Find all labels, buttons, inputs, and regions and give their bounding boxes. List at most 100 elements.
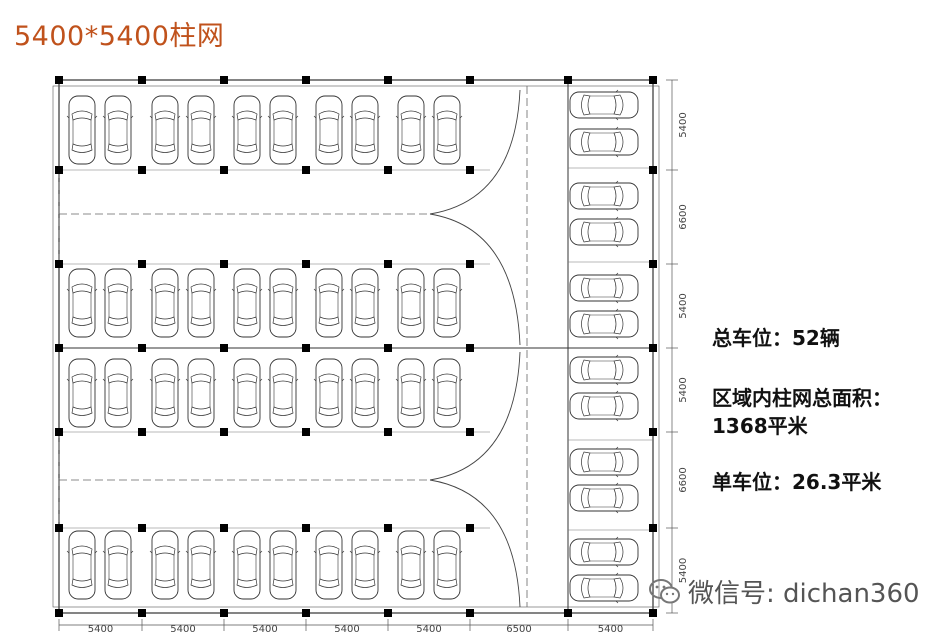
parking-space	[570, 391, 638, 421]
wechat-icon	[649, 578, 680, 603]
parking-space	[570, 309, 638, 339]
driving-lanes	[58, 86, 528, 607]
watermark: 微信号: dichan360	[648, 573, 920, 610]
parking-space	[149, 268, 181, 338]
parking-space	[149, 95, 181, 165]
parking-space	[395, 268, 427, 338]
parking-space	[570, 217, 638, 247]
right-dimension-label: 6600	[678, 204, 689, 229]
column	[55, 428, 63, 436]
column	[138, 344, 146, 352]
parking-space	[185, 268, 217, 338]
parking-space	[102, 95, 134, 165]
turning-curves	[429, 89, 521, 608]
column	[302, 166, 310, 174]
parking-space	[570, 447, 638, 477]
bottom-dimension-label: 5400	[88, 624, 113, 635]
column	[138, 76, 146, 84]
column	[138, 524, 146, 532]
parking-space	[570, 537, 638, 567]
column	[220, 76, 228, 84]
area-value: 1368平米	[712, 414, 808, 438]
column	[55, 260, 63, 268]
area-label: 区域内柱网总面积：	[712, 386, 892, 410]
parking-space	[231, 268, 263, 338]
column	[384, 609, 392, 617]
parking-space	[267, 268, 299, 338]
column	[384, 166, 392, 174]
parking-space	[102, 358, 134, 428]
column	[55, 76, 63, 84]
column	[384, 344, 392, 352]
right-dimension-label: 5400	[678, 112, 689, 137]
right-dimension-label: 6600	[678, 467, 689, 492]
bottom-dimension-label: 5400	[334, 624, 359, 635]
parking-space	[149, 530, 181, 600]
bottom-dimension-label: 5400	[170, 624, 195, 635]
right-dimension-label: 5400	[678, 377, 689, 402]
column	[384, 260, 392, 268]
column	[649, 524, 657, 532]
column	[649, 76, 657, 84]
column	[466, 609, 474, 617]
column	[220, 524, 228, 532]
parking-space	[267, 530, 299, 600]
parking-space	[313, 95, 345, 165]
parking-space	[431, 95, 463, 165]
column	[220, 260, 228, 268]
column	[564, 609, 572, 617]
column	[466, 524, 474, 532]
parking-space	[570, 90, 638, 120]
parking-space	[66, 358, 98, 428]
column	[384, 524, 392, 532]
parking-space	[185, 530, 217, 600]
bottom-dimension-label: 5400	[416, 624, 441, 635]
parking-space	[431, 530, 463, 600]
column	[138, 609, 146, 617]
bottom-dimension-label: 5400	[252, 624, 277, 635]
parking-space	[102, 530, 134, 600]
unit-space-label: 单车位：26.3平米	[712, 470, 882, 494]
parking-space	[102, 268, 134, 338]
column	[564, 76, 572, 84]
column	[220, 609, 228, 617]
column	[649, 166, 657, 174]
column	[220, 428, 228, 436]
right-dimension-label: 5400	[678, 558, 689, 583]
column	[466, 344, 474, 352]
column	[55, 609, 63, 617]
column	[384, 428, 392, 436]
column	[302, 428, 310, 436]
column	[466, 260, 474, 268]
parking-space	[66, 530, 98, 600]
column	[649, 344, 657, 352]
watermark-text: 微信号: dichan360	[688, 579, 920, 609]
bottom-dimension-label: 5400	[598, 624, 623, 635]
parking-space	[313, 358, 345, 428]
parking-space	[570, 127, 638, 157]
column	[649, 428, 657, 436]
parking-space	[231, 95, 263, 165]
column	[302, 76, 310, 84]
parking-space	[349, 358, 381, 428]
parking-space	[431, 268, 463, 338]
structural-columns	[55, 76, 657, 617]
parking-space	[570, 181, 638, 211]
column	[220, 166, 228, 174]
parking-space	[313, 530, 345, 600]
parking-space	[349, 268, 381, 338]
stall-lines	[59, 167, 653, 531]
parking-space	[231, 530, 263, 600]
column	[649, 609, 657, 617]
column	[302, 524, 310, 532]
column	[138, 428, 146, 436]
parking-space	[570, 273, 638, 303]
parking-space	[267, 95, 299, 165]
total-spaces-label: 总车位：52辆	[712, 326, 840, 350]
column	[466, 428, 474, 436]
parking-space	[570, 573, 638, 603]
parking-spaces-horizontal	[570, 90, 638, 603]
parking-space	[185, 95, 217, 165]
column	[384, 76, 392, 84]
